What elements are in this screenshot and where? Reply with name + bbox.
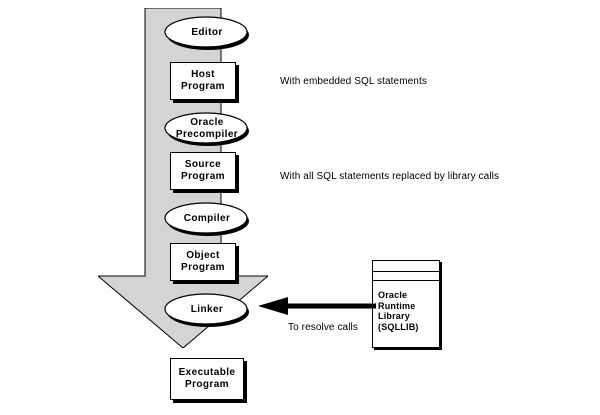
flow-node-object-program[interactable]: Object Program — [170, 243, 238, 283]
library-to-linker-arrow — [258, 297, 376, 315]
flow-node-linker[interactable]: Linker — [163, 291, 251, 329]
node-box-shape — [170, 152, 236, 190]
connector-label-to-resolve-calls: To resolve calls — [288, 322, 358, 333]
runtime-library-label: Oracle Runtime Library (SQLLIB) — [378, 290, 419, 332]
flow-node-compiler[interactable]: Compiler — [163, 200, 251, 238]
library-divider-line — [373, 280, 439, 281]
flow-node-host-program[interactable]: Host Program — [170, 62, 238, 102]
annotation-source-program-note: With all SQL statements replaced by libr… — [280, 171, 500, 182]
node-box-shape — [170, 243, 236, 281]
flow-node-editor[interactable]: Editor — [163, 14, 251, 52]
runtime-library-node[interactable]: Oracle Runtime Library (SQLLIB) — [372, 260, 442, 350]
annotation-host-program-note: With embedded SQL statements — [280, 76, 427, 87]
library-divider-line — [373, 271, 439, 272]
flow-node-oracle-precompiler[interactable]: Oracle Precompiler — [163, 110, 251, 148]
flow-node-executable-program[interactable]: Executable Program — [170, 358, 246, 402]
flow-node-source-program[interactable]: Source Program — [170, 152, 238, 192]
node-box-shape — [170, 62, 236, 100]
node-box-shape — [170, 358, 244, 400]
